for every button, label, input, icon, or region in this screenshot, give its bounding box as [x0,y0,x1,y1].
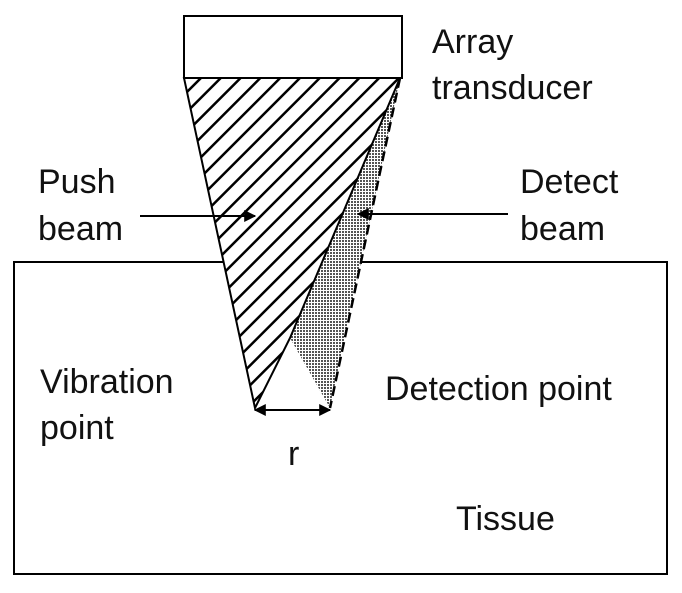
array-label-line2: transducer [432,69,593,107]
push-beam-label-line2: beam [38,210,123,248]
distance-label: r [288,435,299,473]
array-transducer-box [183,15,403,79]
push-beam-shape [182,77,402,411]
detect-beam-label-line1: Detect [520,163,619,201]
array-label-line1: Array [432,23,513,61]
tissue-label: Tissue [456,500,555,538]
vibration-point-label-line2: point [40,409,114,447]
detect-beam-edge [328,77,402,409]
push-beam-label-line1: Push [38,163,116,201]
detect-beam-shape [290,78,400,408]
vibration-point-label-line1: Vibration [40,363,174,401]
detect-beam-label-line2: beam [520,210,605,248]
detection-point-label: Detection point [385,370,612,408]
